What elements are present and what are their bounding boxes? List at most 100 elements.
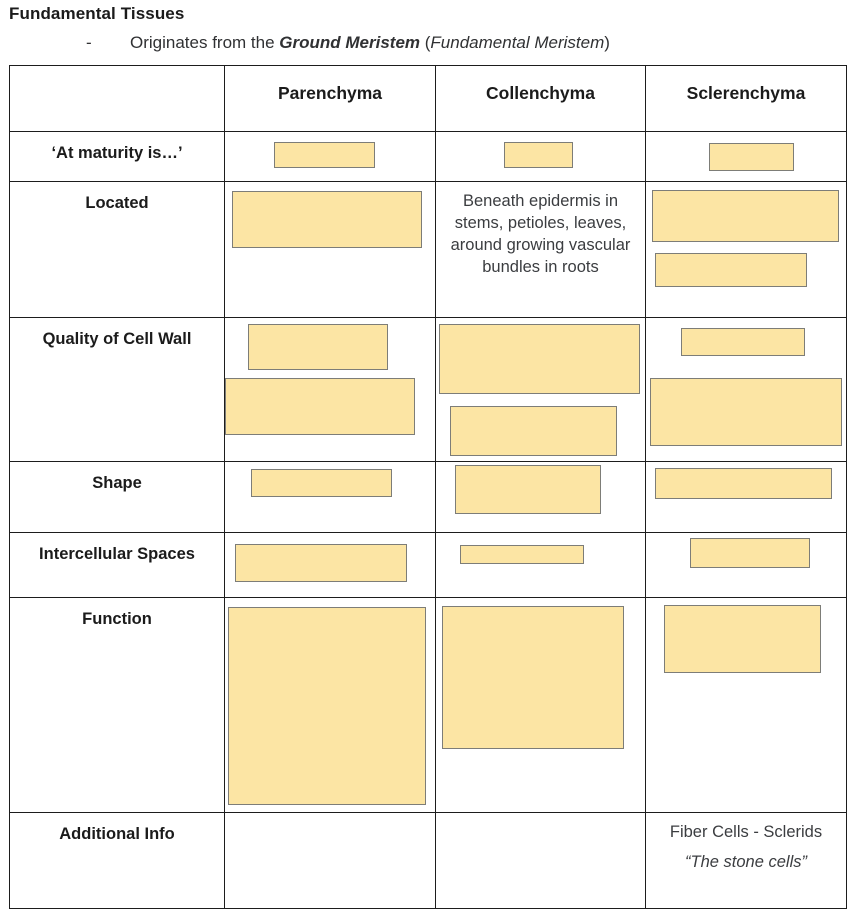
cell-quality-of-cell-wall-collenchyma xyxy=(435,317,646,462)
table-header-row: Parenchyma Collenchyma Sclerenchyma xyxy=(9,65,847,132)
cell-content xyxy=(225,182,435,314)
row-header-shape: Shape xyxy=(9,461,225,533)
cell-additional-info-parenchyma xyxy=(224,812,436,909)
redaction-block xyxy=(455,465,601,514)
bullet-marker: - xyxy=(86,33,92,52)
cell-content xyxy=(646,182,846,314)
column-header-label: Sclerenchyma xyxy=(686,83,806,103)
row-header-at-maturity: ‘At maturity is…’ xyxy=(9,131,225,182)
bullet-text-before: Originates from the xyxy=(130,33,280,52)
redaction-block xyxy=(225,378,415,435)
cell-content xyxy=(646,533,846,594)
cell-shape-collenchyma xyxy=(435,461,646,533)
row-header-label: Shape xyxy=(92,474,142,492)
subtitle-bullet: - Originates from the Ground Meristem (Fu… xyxy=(86,33,610,53)
table-row: Located Beneath epidermis in stems, petio… xyxy=(9,181,847,318)
cell-additional-info-sclerenchyma: Fiber Cells - Sclerids “The stone cells” xyxy=(645,812,847,909)
redaction-block xyxy=(504,142,573,168)
cell-content xyxy=(646,462,846,529)
cell-shape-sclerenchyma xyxy=(645,461,847,533)
redaction-block xyxy=(664,605,821,673)
redaction-block xyxy=(232,191,422,248)
fundamental-tissues-table: Parenchyma Collenchyma Sclerenchyma ‘At mat… xyxy=(9,65,847,909)
row-header-located: Located xyxy=(9,181,225,318)
cell-quality-of-cell-wall-parenchyma xyxy=(224,317,436,462)
row-header-label: Additional Info xyxy=(59,825,175,843)
bullet-italic-note: Fundamental Meristem xyxy=(430,33,605,52)
cell-function-parenchyma xyxy=(224,597,436,813)
cell-content xyxy=(436,318,645,458)
column-header-label: Parenchyma xyxy=(277,83,383,103)
table-row: ‘At maturity is…’ xyxy=(9,131,847,182)
cell-content xyxy=(646,132,846,178)
bullet-paren-close: ) xyxy=(604,33,610,52)
row-header-additional-info: Additional Info xyxy=(9,812,225,909)
redaction-block xyxy=(442,606,624,749)
table-row: Additional Info Fiber Cells - Sclerids “Th… xyxy=(9,812,847,909)
cell-content xyxy=(225,318,435,458)
redaction-block xyxy=(450,406,617,456)
cell-intercellular-spaces-collenchyma xyxy=(435,532,646,598)
table-body: Parenchyma Collenchyma Sclerenchyma ‘At mat… xyxy=(9,65,847,909)
column-header-label: Collenchyma xyxy=(486,83,595,103)
row-header-label: Intercellular Spaces xyxy=(39,545,195,563)
cell-content xyxy=(436,462,645,529)
cell-content: Beneath epidermis in stems, petioles, le… xyxy=(436,182,645,314)
row-header-function: Function xyxy=(9,597,225,813)
row-header-label: Function xyxy=(82,610,152,628)
cell-text-italic: “The stone cells” xyxy=(685,852,807,871)
cell-shape-parenchyma xyxy=(224,461,436,533)
cell-additional-info-collenchyma xyxy=(435,812,646,909)
cell-content xyxy=(225,132,435,178)
corner-cell xyxy=(9,65,225,132)
row-header-label: Quality of Cell Wall xyxy=(42,330,192,348)
redaction-block xyxy=(274,142,375,168)
redaction-block xyxy=(650,378,842,446)
row-header-intercellular-spaces: Intercellular Spaces xyxy=(9,532,225,598)
table-row: Function xyxy=(9,597,847,813)
cell-quality-of-cell-wall-sclerenchyma xyxy=(645,317,847,462)
row-header-quality-of-cell-wall: Quality of Cell Wall xyxy=(9,317,225,462)
redaction-block xyxy=(655,253,807,287)
cell-content xyxy=(646,598,846,809)
cell-located-collenchyma: Beneath epidermis in stems, petioles, le… xyxy=(435,181,646,318)
cell-located-parenchyma xyxy=(224,181,436,318)
redaction-block xyxy=(652,190,839,242)
cell-text: Fiber Cells - Sclerids xyxy=(669,823,823,841)
table-row: Quality of Cell Wall xyxy=(9,317,847,462)
page-title: Fundamental Tissues xyxy=(9,4,185,23)
row-header-label: Located xyxy=(85,194,149,212)
redaction-block xyxy=(235,544,407,582)
redaction-block xyxy=(251,469,392,497)
column-header-collenchyma: Collenchyma xyxy=(435,65,646,132)
redaction-block xyxy=(655,468,832,499)
cell-content xyxy=(646,318,846,458)
cell-content xyxy=(225,598,435,809)
cell-content xyxy=(436,533,645,594)
cell-content xyxy=(225,533,435,594)
cell-function-sclerenchyma xyxy=(645,597,847,813)
cell-content xyxy=(225,813,435,905)
cell-at-maturity-parenchyma xyxy=(224,131,436,182)
cell-intercellular-spaces-parenchyma xyxy=(224,532,436,598)
redaction-block xyxy=(681,328,805,356)
redaction-block xyxy=(228,607,426,805)
cell-intercellular-spaces-sclerenchyma xyxy=(645,532,847,598)
redaction-block xyxy=(709,143,794,171)
bullet-emphasis: Ground Meristem xyxy=(279,33,421,52)
cell-at-maturity-sclerenchyma xyxy=(645,131,847,182)
redaction-block xyxy=(248,324,388,370)
bullet-paren-open: ( xyxy=(420,33,431,52)
cell-content xyxy=(436,813,645,905)
redaction-block xyxy=(439,324,640,394)
column-header-sclerenchyma: Sclerenchyma xyxy=(645,65,847,132)
cell-content xyxy=(436,598,645,809)
table-row: Intercellular Spaces xyxy=(9,532,847,598)
cell-content xyxy=(225,462,435,529)
cell-text: Beneath epidermis in stems, petioles, le… xyxy=(450,192,631,276)
cell-function-collenchyma xyxy=(435,597,646,813)
redaction-block xyxy=(690,538,810,568)
cell-content xyxy=(436,132,645,178)
table-row: Shape xyxy=(9,461,847,533)
